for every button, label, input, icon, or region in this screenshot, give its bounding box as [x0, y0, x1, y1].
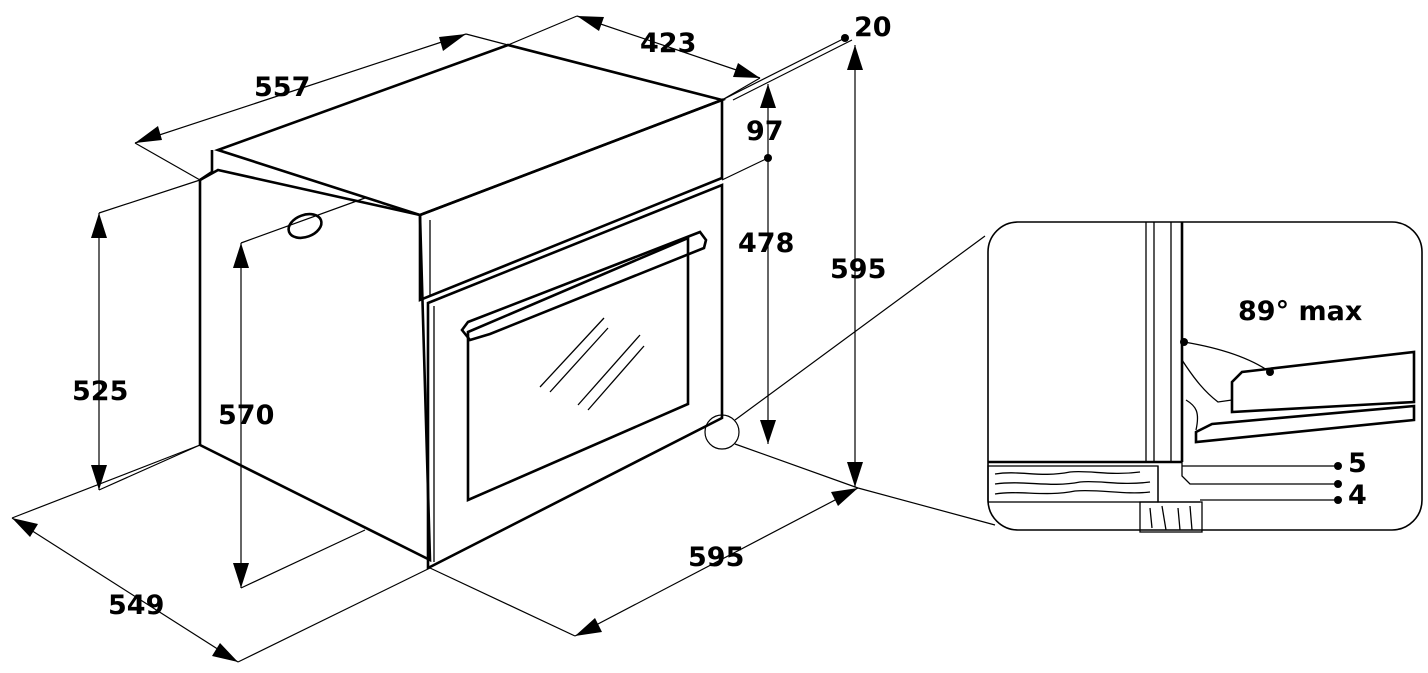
dim-label-door-height: 478 — [738, 228, 794, 259]
detail-label-angle: 89° max — [1238, 296, 1362, 327]
dimension-lines — [11, 15, 996, 663]
dim-label-overall-height: 595 — [830, 254, 886, 285]
detail-label-gap-top: 5 — [1348, 448, 1367, 479]
door-handle — [460, 230, 708, 342]
dim-label-recess-height: 570 — [218, 400, 274, 431]
dim-label-control-panel-height: 97 — [746, 116, 784, 147]
dim-label-side-height: 525 — [72, 376, 128, 407]
detail-inset — [987, 221, 1423, 533]
side-vent — [287, 212, 323, 240]
dim-label-control-offset: 20 — [854, 12, 892, 43]
detail-frame — [987, 221, 1423, 531]
dim-label-top-depth: 423 — [640, 28, 696, 59]
glass-reflection — [587, 345, 645, 411]
dim-label-top-width: 557 — [254, 72, 310, 103]
door-window — [466, 236, 690, 502]
dim-label-side-depth: 549 — [108, 590, 164, 621]
oven-side-face — [198, 168, 432, 563]
glass-reflection — [577, 334, 641, 406]
oven-drawing — [198, 43, 727, 571]
detail-door — [1230, 350, 1416, 414]
glass-reflection — [539, 317, 605, 388]
glass-reflection — [549, 327, 609, 393]
dim-label-front-width: 595 — [688, 542, 744, 573]
oven-door — [426, 183, 724, 571]
detail-label-gap-bottom: 4 — [1348, 480, 1367, 511]
control-panel — [418, 98, 724, 302]
oven-rear-flange — [199, 150, 214, 182]
